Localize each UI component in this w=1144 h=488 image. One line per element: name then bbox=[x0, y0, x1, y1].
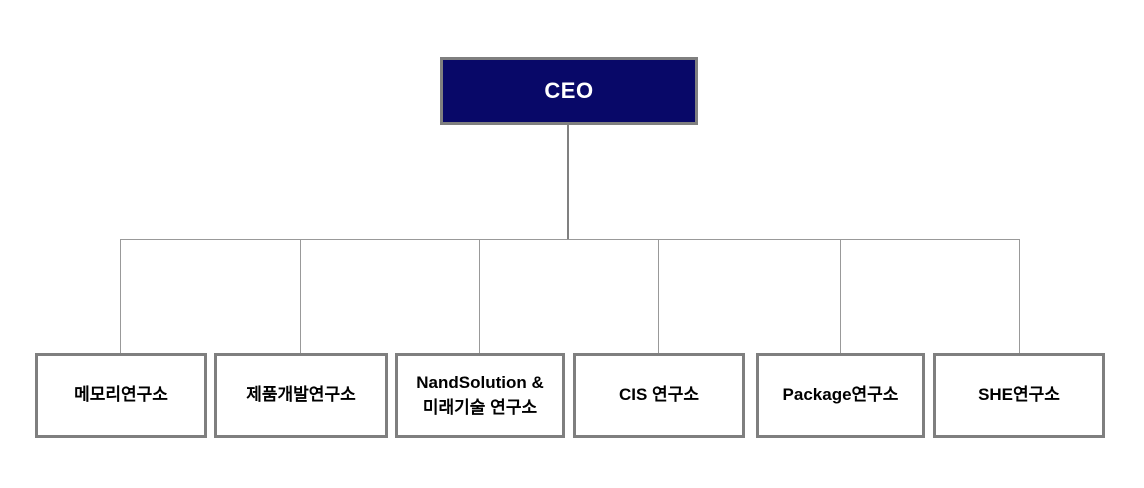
connector-drop-memory-lab bbox=[120, 239, 121, 353]
org-node-package-lab: Package연구소 bbox=[756, 353, 925, 438]
org-node-ceo-label: CEO bbox=[544, 78, 594, 104]
connector-horizontal-rail bbox=[120, 239, 1020, 240]
org-node-memory-lab: 메모리연구소 bbox=[35, 353, 207, 438]
org-node-package-lab-label: Package연구소 bbox=[782, 385, 899, 405]
connector-ceo-drop-line bbox=[567, 125, 569, 240]
org-node-product-dev-lab: 제품개발연구소 bbox=[214, 353, 388, 438]
org-node-she-lab-label: SHE연구소 bbox=[978, 385, 1060, 405]
org-node-she-lab: SHE연구소 bbox=[933, 353, 1105, 438]
org-node-nandsolution-future-tech-lab-label: NandSolution & 미래기술 연구소 bbox=[416, 372, 544, 417]
connector-drop-product-dev-lab bbox=[300, 239, 301, 353]
org-node-ceo: CEO bbox=[440, 57, 698, 125]
connector-drop-she-lab bbox=[1019, 239, 1020, 353]
org-node-nandsolution-future-tech-lab: NandSolution & 미래기술 연구소 bbox=[395, 353, 565, 438]
org-node-product-dev-lab-label: 제품개발연구소 bbox=[246, 385, 356, 405]
org-node-cis-lab-label: CIS 연구소 bbox=[619, 385, 699, 405]
org-node-memory-lab-label: 메모리연구소 bbox=[74, 385, 168, 405]
connector-drop-package-lab bbox=[840, 239, 841, 353]
connector-drop-cis-lab bbox=[658, 239, 659, 353]
org-node-cis-lab: CIS 연구소 bbox=[573, 353, 745, 438]
connector-drop-nandsolution-lab bbox=[479, 239, 480, 353]
